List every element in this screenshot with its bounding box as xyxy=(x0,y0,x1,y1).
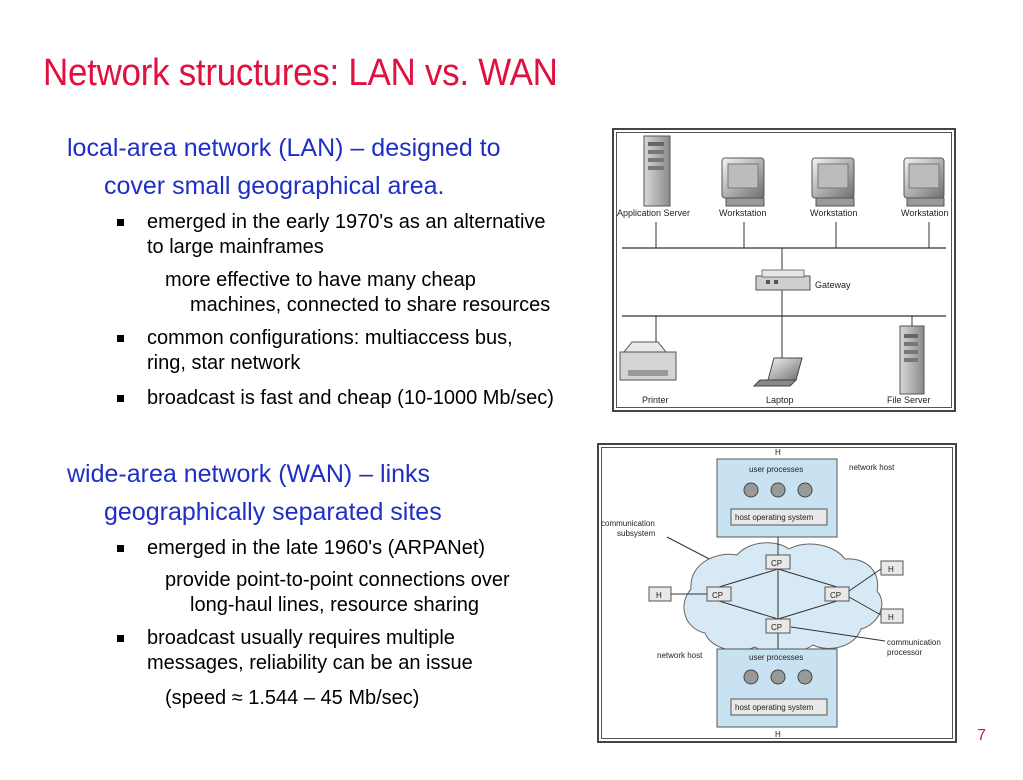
bottom-host-os-label: host operating system xyxy=(735,703,814,712)
app-server-label: Application Server xyxy=(617,208,690,218)
top-host-os-label: host operating system xyxy=(735,513,814,522)
comm-processor-label-1: communication xyxy=(887,638,941,647)
h-label: H xyxy=(888,613,894,622)
wan-diagram-svg: H user processes host operating system n… xyxy=(601,448,941,739)
wan-sub2: (speed ≈ 1.544 – 45 Mb/sec) xyxy=(165,687,420,709)
h-node-right-top xyxy=(880,560,904,576)
lan-bullet2-line2: ring, star network xyxy=(147,352,301,374)
printer-label: Printer xyxy=(642,395,669,405)
application-server-icon xyxy=(643,135,671,207)
workstation-label-2: Workstation xyxy=(810,208,857,218)
process-icon xyxy=(743,482,759,498)
h-label: H xyxy=(888,565,894,574)
cp-node-top xyxy=(765,554,791,570)
bullet-marker xyxy=(117,219,124,226)
cp-label: CP xyxy=(712,591,723,600)
lan-heading-line1: local-area network (LAN) – designed to xyxy=(67,134,501,162)
wan-bullet2-line2: messages, reliability can be an issue xyxy=(147,652,473,674)
bullet-marker xyxy=(117,335,124,342)
cp-label: CP xyxy=(830,591,841,600)
lan-bullet1-line2: to large mainframes xyxy=(147,236,324,258)
wan-sub1-line2: long-haul lines, resource sharing xyxy=(190,594,480,616)
wan-bullet1: emerged in the late 1960's (ARPANet) xyxy=(117,536,486,561)
process-icon xyxy=(797,669,813,685)
process-icon xyxy=(770,482,786,498)
wan-bottom-h-label: H xyxy=(775,730,781,739)
file-server-icon xyxy=(899,325,925,395)
wan-top-h-label: H xyxy=(775,448,781,457)
lan-diagram: Application Server Workstation Workstati… xyxy=(612,128,956,412)
comm-subsystem-label-1: communication xyxy=(601,519,655,528)
h-label: H xyxy=(656,591,662,600)
workstation-icon xyxy=(811,157,855,207)
lan-bullet3: broadcast is fast and cheap (10-1000 Mb/… xyxy=(117,386,554,411)
bottom-network-host-label: network host xyxy=(657,651,703,660)
comm-processor-label-2: processor xyxy=(887,648,922,657)
workstation-icon xyxy=(903,157,945,207)
top-user-processes-label: user processes xyxy=(749,465,803,474)
top-network-host-label: network host xyxy=(849,463,895,472)
process-icon xyxy=(797,482,813,498)
wan-heading-line2: geographically separated sites xyxy=(104,498,442,526)
lan-heading-line2: cover small geographical area. xyxy=(104,172,445,200)
page-title: Network structures: LAN vs. WAN xyxy=(43,52,558,94)
cp-label: CP xyxy=(771,559,782,568)
workstation-label-3: Workstation xyxy=(901,208,948,218)
wan-diagram: H user processes host operating system n… xyxy=(597,443,957,743)
workstation-label-1: Workstation xyxy=(719,208,766,218)
h-node-right-bottom xyxy=(880,608,904,624)
wan-bullet2: broadcast usually requires multiple mess… xyxy=(117,626,473,676)
wan-bullet1-text: emerged in the late 1960's (ARPANet) xyxy=(147,537,486,559)
lan-diagram-svg: Application Server Workstation Workstati… xyxy=(617,135,948,405)
process-icon xyxy=(770,669,786,685)
bottom-host-os-box xyxy=(730,698,828,716)
lan-bullet3-text: broadcast is fast and cheap (10-1000 Mb/… xyxy=(147,387,554,409)
top-host-os-box xyxy=(730,508,828,526)
wan-heading-line1: wide-area network (WAN) – links xyxy=(67,460,431,488)
page-number: 7 xyxy=(977,727,986,744)
laptop-label: Laptop xyxy=(766,395,794,405)
lan-sub1-line1: more effective to have many cheap xyxy=(165,269,476,291)
h-node-left xyxy=(648,586,672,602)
printer-icon xyxy=(619,341,677,381)
workstation-icon xyxy=(721,157,765,207)
file-server-label: File Server xyxy=(887,395,931,405)
lan-bullet1-line1: emerged in the early 1970's as an altern… xyxy=(147,211,546,233)
comm-subsystem-label-2: subsystem xyxy=(617,529,656,538)
wan-bullet2-line1: broadcast usually requires multiple xyxy=(147,627,455,649)
bullet-marker xyxy=(117,395,124,402)
process-icon xyxy=(743,669,759,685)
bullet-marker xyxy=(117,545,124,552)
gateway-icon xyxy=(755,269,811,291)
cp-node-right xyxy=(824,586,850,602)
lan-bullet2: common configurations: multiaccess bus, … xyxy=(117,326,513,376)
gateway-label: Gateway xyxy=(815,280,851,290)
cp-node-left xyxy=(706,586,732,602)
lan-bullet1: emerged in the early 1970's as an altern… xyxy=(117,210,546,260)
lan-bullet2-line1: common configurations: multiaccess bus, xyxy=(147,327,513,349)
bottom-user-processes-label: user processes xyxy=(749,653,803,662)
wan-sub1-line1: provide point-to-point connections over xyxy=(165,569,510,591)
bullet-marker xyxy=(117,635,124,642)
lan-sub1-line2: machines, connected to share resources xyxy=(190,294,551,316)
cp-node-bottom xyxy=(765,618,791,634)
laptop-icon xyxy=(752,357,803,387)
cp-label: CP xyxy=(771,623,782,632)
